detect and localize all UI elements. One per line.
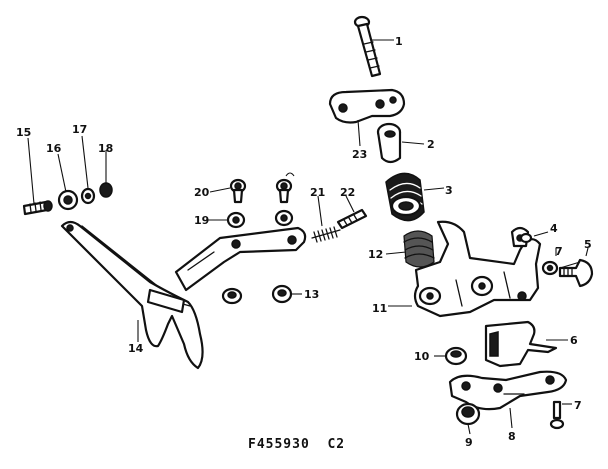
part-6-cover-plate bbox=[484, 320, 558, 368]
callout-13: 13 bbox=[304, 288, 319, 301]
part-15-screw bbox=[22, 200, 53, 216]
part-14-lever-arm bbox=[60, 220, 204, 370]
part-5-wing-screw bbox=[558, 258, 594, 288]
part-11-main-bracket bbox=[413, 220, 542, 318]
part-1-bolt bbox=[353, 15, 382, 78]
callout-19: 19 bbox=[194, 214, 209, 227]
part-12-spring bbox=[403, 230, 435, 268]
part-7-nut bbox=[541, 260, 559, 276]
callout-11: 11 bbox=[372, 302, 387, 315]
callout-18: 18 bbox=[98, 142, 113, 155]
part-20-bolt-right bbox=[275, 178, 293, 204]
callout-21: 21 bbox=[310, 186, 325, 199]
part-9-nut bbox=[455, 402, 481, 426]
part-20-bolt-left bbox=[229, 178, 247, 204]
callout-20: 20 bbox=[194, 186, 210, 199]
callout-6: 6 bbox=[570, 334, 578, 347]
callout-2: 2 bbox=[427, 138, 435, 151]
callout-14: 14 bbox=[128, 342, 144, 355]
part-7-screw bbox=[549, 400, 565, 430]
part-17-washer bbox=[80, 187, 96, 205]
part-21-spring bbox=[311, 226, 341, 243]
callout-3: 3 bbox=[445, 184, 453, 197]
callout-15: 15 bbox=[16, 126, 31, 139]
part-nut-lower-left bbox=[221, 287, 243, 305]
callout-numbers: 1 2 3 4 5 6 7 7 8 9 10 11 12 13 14 15 16… bbox=[16, 35, 592, 449]
part-19-washer-right bbox=[274, 209, 294, 227]
part-8-lower-plate bbox=[448, 370, 568, 411]
callout-23: 23 bbox=[352, 148, 367, 161]
part-10-nut bbox=[444, 346, 468, 366]
callout-16: 16 bbox=[46, 142, 62, 155]
callout-12: 12 bbox=[368, 248, 383, 261]
callout-4: 4 bbox=[550, 222, 558, 235]
part-3-spring-bushing bbox=[385, 172, 425, 222]
part-19-washer-left bbox=[226, 211, 246, 229]
callout-17: 17 bbox=[72, 123, 87, 136]
callout-7-lower: 7 bbox=[574, 399, 582, 412]
part-18-nut bbox=[99, 182, 113, 198]
leader-lines bbox=[27, 39, 589, 435]
callout-9: 9 bbox=[465, 436, 473, 449]
part-23-link-plate bbox=[328, 88, 406, 124]
part-13-nut bbox=[271, 284, 293, 304]
callout-10: 10 bbox=[414, 350, 430, 363]
part-16-spacer bbox=[57, 189, 79, 211]
part-13-link-rod bbox=[174, 226, 307, 292]
callout-8: 8 bbox=[508, 430, 516, 443]
callout-22: 22 bbox=[340, 186, 355, 199]
part-22-screw bbox=[336, 208, 368, 230]
part-2-pivot-pin bbox=[376, 122, 402, 164]
callout-5: 5 bbox=[584, 238, 592, 251]
figure-code: F455930 C2 bbox=[248, 437, 345, 452]
callout-1: 1 bbox=[395, 35, 403, 48]
part-4-pin bbox=[519, 232, 533, 244]
callout-7-upper: 7 bbox=[555, 245, 563, 258]
